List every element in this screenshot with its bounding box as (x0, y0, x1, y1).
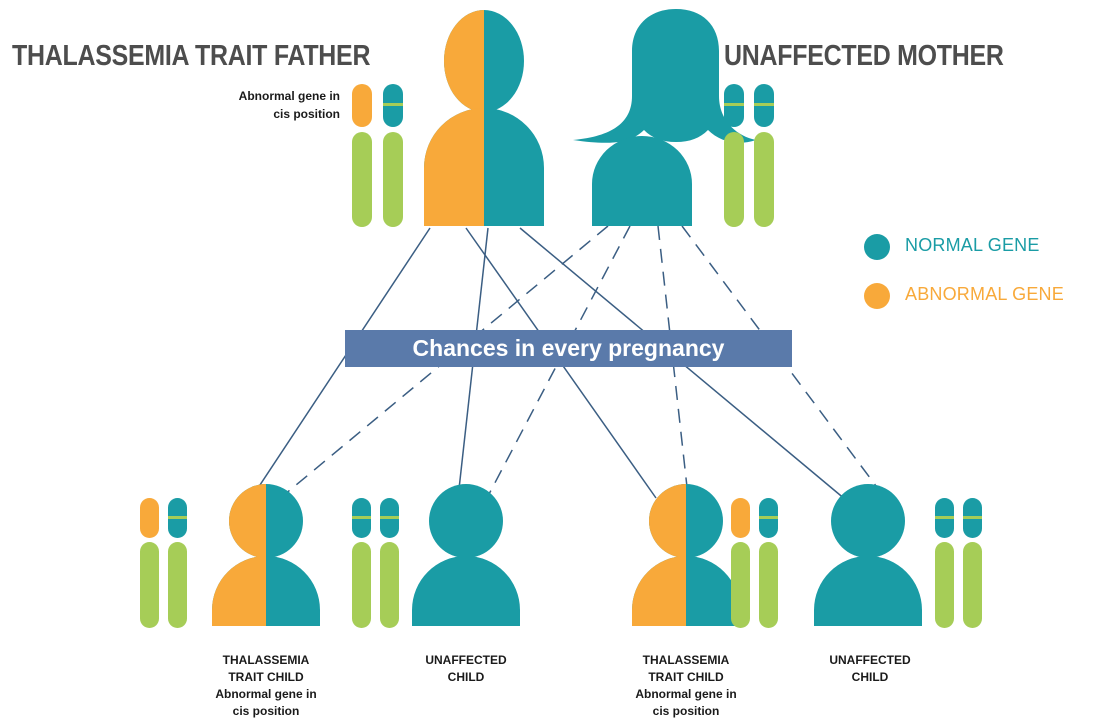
mother-chromosome-2-lower (754, 132, 774, 227)
child-1-label: THALASSEMIA TRAIT CHILD Abnormal gene in… (186, 652, 346, 720)
child-1-chromosome-1-lower (140, 542, 159, 628)
father-chromosome-2-band (383, 103, 403, 106)
child-1-head-abnormal-half (229, 484, 266, 558)
child-4-label: UNAFFECTED CHILD (790, 652, 950, 686)
child-3-label: THALASSEMIA TRAIT CHILD Abnormal gene in… (606, 652, 766, 720)
mother-chromosome-2-band (754, 103, 774, 106)
mother-figure (573, 9, 756, 226)
legend-abnormal-label: ABNORMAL GENE (905, 284, 1064, 304)
child-3-figure (632, 484, 740, 626)
child-4-chromosome-2-lower (963, 542, 982, 628)
father-figure (424, 10, 544, 226)
father-line-child-1 (249, 227, 431, 501)
child-4-label-line-2: CHILD (851, 670, 889, 684)
child-1-chromosomes (140, 498, 187, 628)
child-3-chromosome-1-upper (731, 498, 750, 538)
child-2-head (429, 484, 503, 558)
father-chromosome-2-lower (383, 132, 403, 227)
child-4-label-line-1: UNAFFECTED (829, 653, 911, 667)
father-chromosomes (352, 84, 403, 227)
father-body-abnormal-half (424, 108, 484, 226)
mother-title: UNAFFECTED MOTHER (724, 40, 1004, 72)
child-1-label-line-1: THALASSEMIA (222, 653, 310, 667)
child-4-chromosome-1-lower (935, 542, 954, 628)
child-3-body-abnormal-half (632, 556, 686, 626)
father-note-line-1: Abnormal gene in (238, 89, 340, 103)
child-3-chromosomes (731, 498, 778, 628)
child-2-chromosomes (352, 498, 399, 628)
father-head-abnormal-half (444, 10, 484, 112)
child-2-chromosome-2-band (380, 516, 399, 519)
father-gene-note: Abnormal gene in cis position (180, 87, 340, 123)
child-1-chromosome-2-lower (168, 542, 187, 628)
child-1-chromosome-1-upper (140, 498, 159, 538)
child-3-label-line-1: THALASSEMIA (642, 653, 730, 667)
legend-normal-dot (864, 234, 890, 260)
mother-body (592, 136, 692, 226)
legend-normal-label: NORMAL GENE (905, 235, 1040, 255)
child-1-body-abnormal-half (212, 556, 266, 626)
mother-chromosomes (724, 84, 774, 227)
father-chromosome-1-upper (352, 84, 372, 127)
child-3-label-line-4: cis position (652, 704, 720, 718)
child-2-figure (412, 484, 520, 626)
child-3-head-abnormal-half (649, 484, 686, 558)
child-4-chromosomes (935, 498, 982, 628)
mother-chromosome-1-lower (724, 132, 744, 227)
pregnancy-chances-banner: Chances in every pregnancy (345, 330, 792, 367)
mother-line-child-2 (487, 225, 631, 497)
child-3-label-line-2: TRAIT CHILD (648, 670, 724, 684)
child-1-label-line-3: Abnormal gene in (215, 687, 317, 701)
child-3-chromosome-1-lower (731, 542, 750, 628)
father-title: THALASSEMIA TRAIT FATHER (12, 40, 371, 72)
mother-chromosome-1-band (724, 103, 744, 106)
child-2-chromosome-1-lower (352, 542, 371, 628)
father-chromosome-1-lower (352, 132, 372, 227)
child-4-body (814, 556, 922, 626)
child-4-head (831, 484, 905, 558)
child-2-chromosome-2-lower (380, 542, 399, 628)
child-2-label: UNAFFECTED CHILD (386, 652, 546, 686)
child-3-chromosome-2-lower (759, 542, 778, 628)
legend-abnormal-dot (864, 283, 890, 309)
child-4-figure (814, 484, 922, 626)
child-1-chromosome-2-band (168, 516, 187, 519)
child-4-chromosome-2-band (963, 516, 982, 519)
child-2-body (412, 556, 520, 626)
child-3-label-line-3: Abnormal gene in (635, 687, 737, 701)
mother-head (573, 9, 756, 143)
child-4-chromosome-1-band (935, 516, 954, 519)
child-1-figure (212, 484, 320, 626)
father-note-line-2: cis position (273, 107, 340, 121)
child-3-chromosome-2-band (759, 516, 778, 519)
child-2-label-line-1: UNAFFECTED (425, 653, 507, 667)
child-1-label-line-2: TRAIT CHILD (228, 670, 304, 684)
child-2-chromosome-1-band (352, 516, 371, 519)
child-2-label-line-2: CHILD (447, 670, 485, 684)
child-1-label-line-4: cis position (232, 704, 300, 718)
